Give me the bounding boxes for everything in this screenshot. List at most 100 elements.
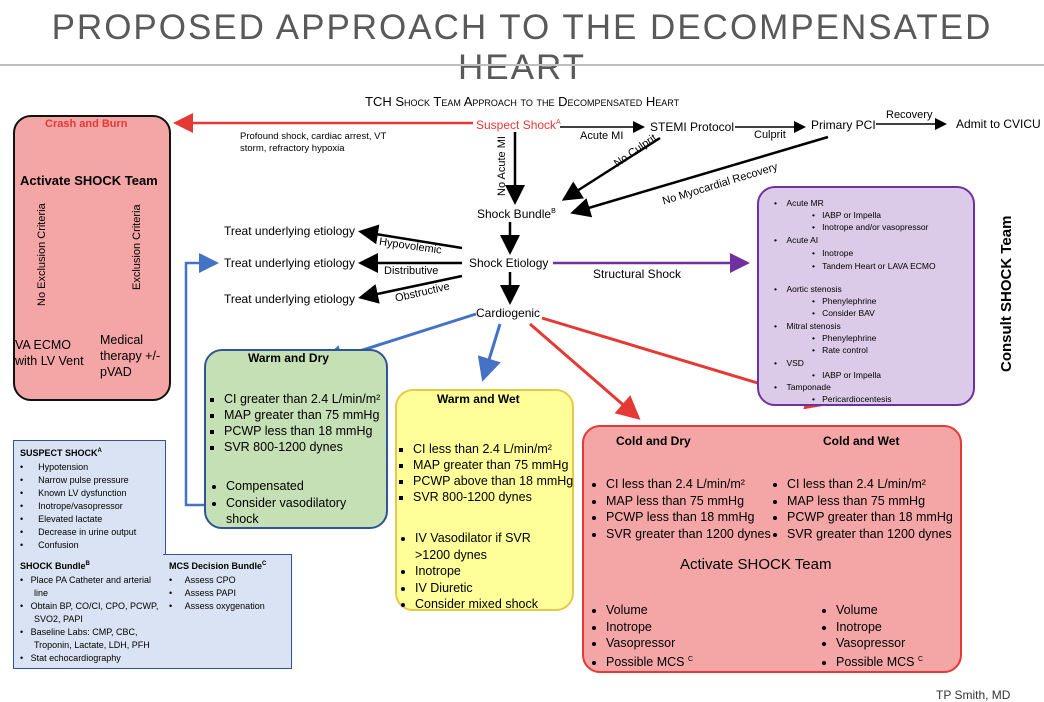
warm-dry-criteria: CI greater than 2.4 L/min/m² MAP greater… bbox=[210, 391, 380, 455]
warm-wet-actions: IV Vasodilator if SVR >1200 dynes Inotro… bbox=[399, 530, 555, 613]
consult-shock-team-label: Consult SHOCK Team bbox=[998, 215, 1015, 372]
profound-shock-note: Profound shock, cardiac arrest, VT storm… bbox=[240, 131, 387, 154]
arrow-cardiogenic-to-cold-dry bbox=[529, 322, 641, 420]
no-acute-mi-label: No Acute MI bbox=[496, 136, 508, 196]
slide-title: PROPOSED APPROACH TO THE DECOMPENSATED H… bbox=[51, 8, 993, 87]
criteria-item: SVR greater than 1200 dynes bbox=[606, 526, 771, 543]
criteria-item: MAP greater than 75 mmHg bbox=[413, 457, 573, 473]
legend-bundle-title: SHOCK BundleB bbox=[20, 561, 90, 571]
shock-etiology-node: Shock Etiology bbox=[469, 256, 549, 270]
criteria-item: CI less than 2.4 L/min/m² bbox=[413, 441, 573, 457]
recovery-label: Recovery bbox=[886, 109, 933, 121]
criteria-item: CI greater than 2.4 L/min/m² bbox=[224, 391, 380, 407]
diagram-subtitle: TCH Shock Team Approach to the Decompens… bbox=[365, 94, 680, 109]
structural-item: • VSD bbox=[774, 358, 804, 368]
cold-dry-title: Cold and Dry bbox=[616, 434, 691, 448]
structural-item: • Aortic stenosis bbox=[774, 284, 842, 294]
arrow-obstructive bbox=[358, 274, 463, 304]
medical-therapy-outcome: Medical therapy +/- pVAD bbox=[100, 333, 161, 379]
legend-suspect-title: SUSPECT SHOCKA bbox=[20, 448, 102, 458]
structural-shock-label: Structural Shock bbox=[593, 267, 682, 281]
legend-item: • Obtain BP, CO/CI, CPO, PCWP, SVO2, PAP… bbox=[20, 601, 159, 624]
legend-item: • Narrow pulse pressure bbox=[20, 475, 129, 485]
action-item: Possible MCS C bbox=[606, 652, 693, 671]
criteria-item: PCWP less than 18 mmHg bbox=[224, 423, 380, 439]
structural-item: • Acute MR bbox=[774, 198, 824, 208]
treat-underlying-1: Treat underlying etiology bbox=[224, 224, 355, 238]
legend-mcs-title: MCS Decision BundleC bbox=[169, 561, 267, 571]
crash-and-burn-box bbox=[13, 115, 171, 401]
culprit-label: Culprit bbox=[754, 129, 786, 141]
legend-item: • Assess CPO bbox=[169, 575, 236, 585]
crash-burn-title: Crash and Burn bbox=[45, 118, 128, 130]
criteria-item: PCWP less than 18 mmHg bbox=[606, 509, 771, 526]
legend-bundle-list: • Place PA Catheter and arterial line • … bbox=[20, 574, 160, 665]
legend-item: • Decrease in urine output bbox=[20, 527, 137, 537]
primary-pci-label: Primary PCI bbox=[811, 118, 876, 132]
arrow-compensated-feedback bbox=[184, 253, 219, 507]
legend-box-left bbox=[13, 440, 166, 669]
exclusion-criteria-label: Exclusion Criteria bbox=[131, 204, 143, 290]
cold-dry-actions: Volume Inotrope Vasopressor Possible MCS… bbox=[590, 602, 693, 670]
structural-item: • Acute AI bbox=[774, 235, 819, 245]
legend-item: • Assess oxygenation bbox=[169, 601, 265, 611]
shock-bundle-node: Shock BundleB bbox=[477, 207, 556, 221]
action-item: Possible MCS C bbox=[836, 652, 923, 671]
warm-dry-actions: Compensated Consider vasodilatory shock bbox=[210, 478, 376, 528]
cold-dry-criteria: CI less than 2.4 L/min/m² MAP less than … bbox=[590, 476, 771, 542]
warm-dry-title: Warm and Dry bbox=[248, 351, 329, 365]
structural-shock-box bbox=[757, 186, 975, 406]
criteria-item: SVR 800-1200 dynes bbox=[413, 489, 573, 505]
legend-box-right bbox=[163, 554, 292, 669]
author-credit: TP Smith, MD bbox=[936, 688, 1011, 702]
legend-mcs-list: • Assess CPO • Assess PAPI • Assess oxyg… bbox=[169, 574, 265, 613]
distributive-label: Distributive bbox=[384, 265, 439, 277]
action-item: Inotrope bbox=[415, 563, 555, 580]
legend-item: • Inotrope/vasopressor bbox=[20, 501, 123, 511]
action-item: IV Diuretic bbox=[415, 580, 555, 597]
criteria-item: SVR greater than 1200 dynes bbox=[787, 526, 953, 543]
action-item: Consider vasodilatory shock bbox=[226, 495, 376, 528]
criteria-item: CI less than 2.4 L/min/m² bbox=[787, 476, 953, 493]
cold-box bbox=[582, 425, 962, 673]
arrow-cardiogenic-to-warm-wet bbox=[477, 323, 502, 382]
treat-underlying-3: Treat underlying etiology bbox=[224, 292, 355, 306]
legend-suspect-list: • Hypotension • Narrow pulse pressure • … bbox=[20, 461, 136, 552]
cardiogenic-node: Cardiogenic bbox=[476, 306, 541, 320]
action-item: Vasopressor bbox=[836, 635, 923, 652]
action-item: Inotrope bbox=[836, 619, 923, 636]
legend-item: • Baseline Labs: CMP, CBC, Troponin, Lac… bbox=[20, 627, 150, 650]
criteria-item: CI less than 2.4 L/min/m² bbox=[606, 476, 771, 493]
legend-item: • Confusion bbox=[20, 540, 79, 550]
legend-item: • Elevated lactate bbox=[20, 514, 103, 524]
stemi-protocol-label: STEMI Protocol bbox=[650, 120, 735, 134]
action-item: Compensated bbox=[226, 478, 376, 495]
legend-item: • Hypotension bbox=[20, 462, 89, 472]
action-item: Volume bbox=[836, 602, 923, 619]
legend-item: • Assess PAPI bbox=[169, 588, 237, 598]
arrow-pci-to-bundle bbox=[570, 135, 829, 218]
action-item: IV Vasodilator if SVR >1200 dynes bbox=[415, 530, 555, 563]
criteria-item: PCWP greater than 18 mmHg bbox=[787, 509, 953, 526]
structural-item: • Tamponade bbox=[774, 382, 831, 392]
crash-activate-shock-team: Activate SHOCK Team bbox=[20, 173, 158, 188]
warm-wet-title: Warm and Wet bbox=[437, 392, 520, 406]
warm-wet-criteria: CI less than 2.4 L/min/m² MAP greater th… bbox=[399, 441, 573, 505]
criteria-item: SVR 800-1200 dynes bbox=[224, 439, 380, 455]
action-item: Inotrope bbox=[606, 619, 693, 636]
criteria-item: MAP greater than 75 mmHg bbox=[224, 407, 380, 423]
warm-wet-box bbox=[395, 389, 574, 611]
va-ecmo-outcome: VA ECMO with LV Vent bbox=[15, 338, 84, 368]
action-item: Volume bbox=[606, 602, 693, 619]
suspect-shock-label: Suspect ShockA bbox=[476, 118, 561, 132]
legend-item: • Known LV dysfunction bbox=[20, 488, 127, 498]
arrow-stemi-to-bundle bbox=[561, 136, 661, 201]
criteria-item: MAP less than 75 mmHg bbox=[787, 493, 953, 510]
action-item: Consider mixed shock bbox=[415, 596, 555, 613]
legend-item: • Stat echocardiography bbox=[20, 653, 121, 663]
cold-wet-title: Cold and Wet bbox=[823, 434, 900, 448]
cold-activate-shock-team: Activate SHOCK Team bbox=[680, 556, 832, 573]
criteria-item: MAP less than 75 mmHg bbox=[606, 493, 771, 510]
structural-item: • Mitral stenosis bbox=[774, 321, 841, 331]
cold-wet-actions: Volume Inotrope Vasopressor Possible MCS… bbox=[820, 602, 923, 670]
